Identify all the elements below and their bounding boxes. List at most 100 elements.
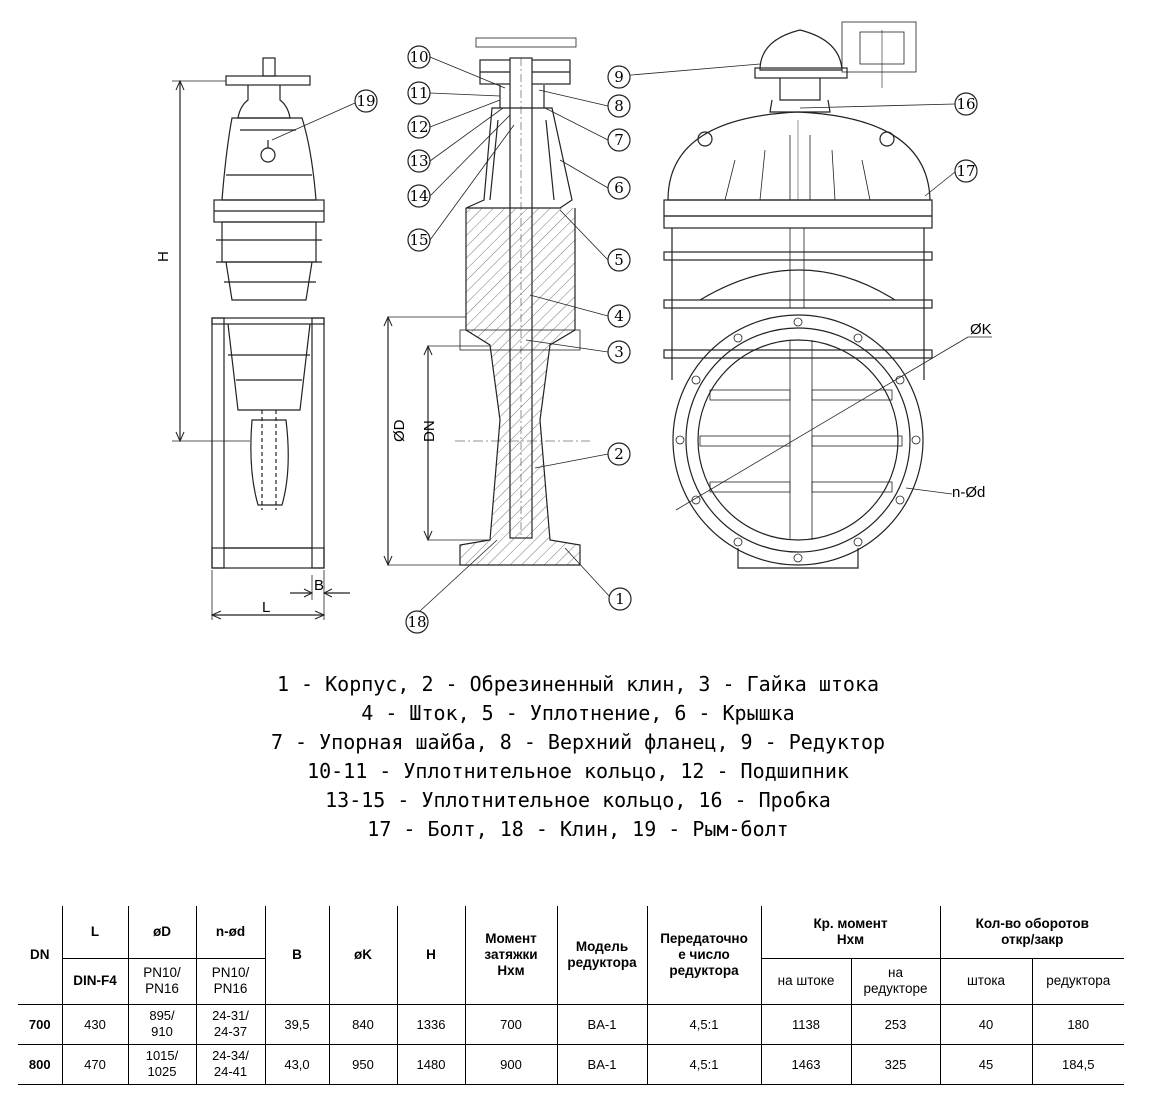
cell-dn: 800: [18, 1043, 63, 1085]
header-crit-l2: Нхм: [836, 931, 865, 947]
cell-ratio: 4,5:1: [646, 1043, 762, 1085]
header-crit-red-l1: на: [888, 965, 903, 980]
cell-l: 470: [61, 1043, 129, 1085]
header-turns-stem: штока: [939, 957, 1033, 1005]
cell-crit-stem: 1463: [760, 1043, 852, 1085]
callout-1: 1: [615, 590, 625, 608]
header-od-sub-l2: PN16: [145, 981, 179, 996]
callout-11: 11: [409, 84, 428, 102]
callout-18: 18: [407, 613, 426, 631]
cell-nod-l2: 24-41: [213, 1064, 248, 1079]
cell-b: 43,0: [264, 1043, 330, 1085]
cell-turns-reducer: 184,5: [1031, 1043, 1124, 1085]
technical-drawing: H L B ØD DN ØK n-Ød 10 11 12 13 14 15 8 …: [155, 21, 992, 634]
cell-b: 39,5: [264, 1003, 330, 1045]
legend-line: 7 - Упорная шайба, 8 - Верхний фланец, 9…: [270, 730, 886, 754]
dim-label-b: B: [314, 577, 324, 594]
cell-crit-reducer: 253: [850, 1003, 941, 1045]
side-view: [172, 57, 378, 620]
header-h: H: [396, 906, 466, 1005]
header-od-sub: PN10/ PN16: [127, 957, 197, 1005]
cell-nod-l1: 24-34/: [212, 1048, 249, 1063]
cell-ok: 950: [328, 1043, 398, 1085]
header-nod-sub-l2: PN16: [213, 981, 248, 996]
header-b: B: [264, 906, 330, 1005]
legend-line: 1 - Корпус, 2 - Обрезиненный клин, 3 - Г…: [276, 672, 880, 696]
callout-7: 7: [614, 131, 624, 149]
cell-h: 1480: [396, 1043, 466, 1085]
header-turns-reducer: редуктора: [1031, 957, 1124, 1005]
header-torque-l1: Момент: [485, 930, 537, 946]
callout-17: 17: [956, 162, 975, 180]
header-model-l1: Модель: [575, 938, 629, 954]
cell-crit-stem: 1138: [760, 1003, 852, 1045]
header-model-l2: редуктора: [567, 954, 637, 970]
table-row: 700 430 895/910 24-31/24-37 39,5 840 133…: [18, 1003, 1124, 1045]
cell-nod: 24-31/24-37: [195, 1003, 266, 1045]
parts-legend: 1 - Корпус, 2 - Обрезиненный клин, 3 - Г…: [0, 670, 1156, 844]
cell-turns-stem: 40: [939, 1003, 1033, 1045]
table-row: 800 470 1015/1025 24-34/24-41 43,0 950 1…: [18, 1043, 1124, 1085]
callout-16: 16: [956, 95, 975, 113]
cell-nod-l1: 24-31/: [212, 1008, 249, 1023]
header-od-sub-l1: PN10/: [143, 965, 181, 980]
header-nod: n-ød: [195, 906, 266, 959]
cell-nod-l2: 24-37: [213, 1024, 248, 1039]
header-dn: DN: [18, 906, 63, 1005]
header-l-sub: DIN-F4: [61, 957, 129, 1005]
callout-9: 9: [614, 68, 624, 86]
legend-line: 13-15 - Уплотнительное кольцо, 16 - Проб…: [325, 788, 831, 812]
cell-od: 1015/1025: [127, 1043, 197, 1085]
specs-table: DN L øD n-ød B øK H Момент затяжки Нхм М…: [18, 906, 1124, 1085]
dim-label-h: H: [155, 251, 172, 262]
cell-model: BA-1: [556, 1043, 648, 1085]
legend-line: 10-11 - Уплотнительное кольцо, 12 - Подш…: [307, 759, 849, 783]
callout-10: 10: [409, 48, 428, 66]
callout-12: 12: [409, 118, 428, 136]
dim-label-dn: DN: [421, 420, 438, 442]
cell-dn: 700: [18, 1003, 63, 1045]
cell-od: 895/910: [127, 1003, 197, 1045]
section-view: [383, 37, 632, 634]
header-torque-l3: Нхм: [497, 962, 525, 978]
callout-6: 6: [614, 179, 624, 197]
callout-3: 3: [614, 343, 624, 361]
front-view: [607, 21, 992, 569]
header-turns-l1: Кол-во оборотов: [975, 915, 1089, 931]
cell-ratio: 4,5:1: [646, 1003, 762, 1045]
header-model: Модель редуктора: [556, 906, 648, 1005]
cell-torque: 900: [464, 1043, 558, 1085]
header-crit-stem: на штоке: [760, 957, 852, 1005]
cell-turns-stem: 45: [939, 1043, 1033, 1085]
callout-15: 15: [409, 231, 428, 249]
header-nod-sub: PN10/ PN16: [195, 957, 266, 1005]
header-turns-l2: откр/закр: [1001, 931, 1064, 947]
legend-line: 17 - Болт, 18 - Клин, 19 - Рым-болт: [367, 817, 789, 841]
header-crit-red-l2: редукторе: [863, 981, 928, 996]
header-l: L: [61, 906, 129, 959]
header-od: øD: [127, 906, 197, 959]
cell-model: BA-1: [556, 1003, 648, 1045]
dim-label-ok: ØK: [970, 321, 992, 338]
header-torque-l2: затяжки: [484, 946, 538, 962]
cell-turns-reducer: 180: [1031, 1003, 1124, 1045]
header-turns: Кол-во оборотов откр/закр: [939, 906, 1124, 959]
header-ratio-l2: е число: [678, 946, 730, 962]
cell-od-l2: 910: [151, 1024, 173, 1039]
header-nod-sub-l1: PN10/: [211, 965, 250, 980]
callout-5: 5: [614, 251, 624, 269]
header-critical-torque: Кр. момент Нхм: [760, 906, 941, 959]
cell-od-l1: 895/: [149, 1008, 175, 1023]
cell-ok: 840: [328, 1003, 398, 1045]
callout-4: 4: [614, 307, 624, 325]
cell-h: 1336: [396, 1003, 466, 1045]
dim-label-od: ØD: [391, 419, 408, 442]
cell-od-l1: 1015/: [145, 1048, 179, 1063]
header-ratio-l1: Передаточно: [660, 930, 748, 946]
header-ratio-l3: редуктора: [669, 962, 739, 978]
cell-crit-reducer: 325: [850, 1043, 941, 1085]
cell-od-l2: 1025: [147, 1064, 177, 1079]
cell-torque: 700: [464, 1003, 558, 1045]
callout-13: 13: [409, 152, 428, 170]
header-crit-reducer: на редукторе: [850, 957, 941, 1005]
